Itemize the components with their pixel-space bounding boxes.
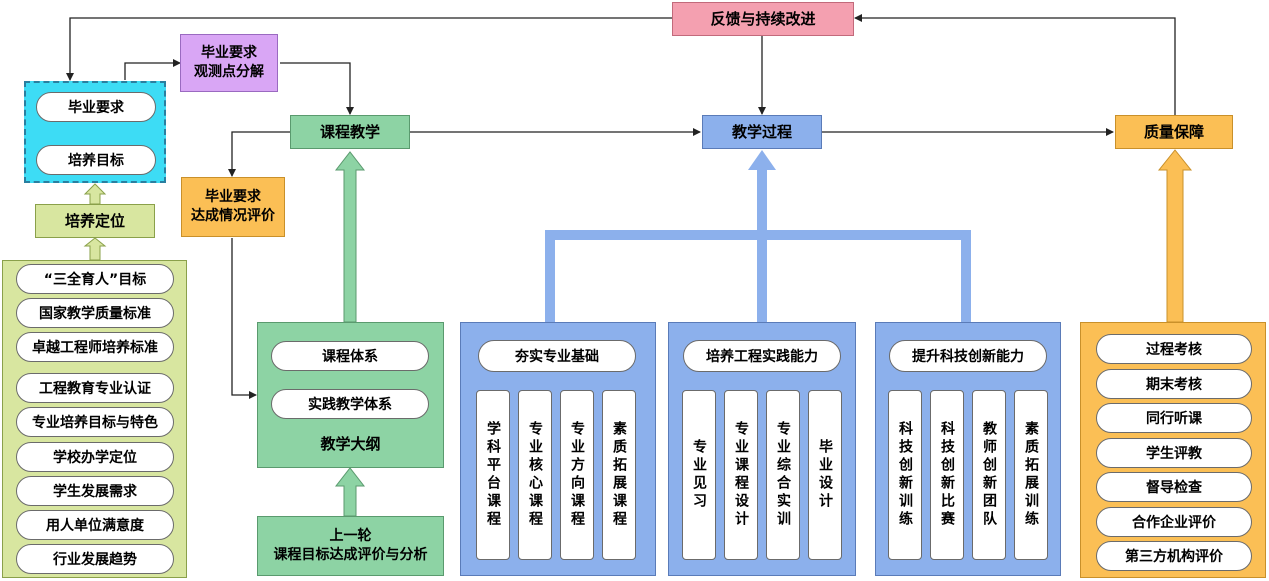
previous-round-box: 上一轮 课程目标达成评价与分析 <box>257 516 444 576</box>
group-foundation-title: 夯实专业基础 <box>478 340 636 372</box>
group-foundation-column: 专业核心课程 <box>518 390 552 560</box>
input-item: 国家教学质量标准 <box>16 298 174 328</box>
input-item: “三全育人”目标 <box>16 264 174 294</box>
practice-system-pill: 实践教学体系 <box>271 389 429 419</box>
big-arrow-items-to-quality <box>1157 149 1193 323</box>
quality-assurance-box: 质量保障 <box>1115 115 1233 149</box>
big-arrow-syllabus-to-course <box>334 151 366 323</box>
input-item: 工程教育专业认证 <box>16 373 174 403</box>
positioning-box: 培养定位 <box>35 204 155 238</box>
input-item: 用人单位满意度 <box>16 510 174 540</box>
feedback-box: 反馈与持续改进 <box>672 2 854 36</box>
group-foundation-column: 学科平台课程 <box>476 390 510 560</box>
blue-fork-to-process <box>545 150 971 322</box>
group-practice-column: 专业见习 <box>682 390 716 560</box>
input-item: 学校办学定位 <box>16 442 174 472</box>
quality-item: 学生评教 <box>1096 438 1252 468</box>
observation-line-1: 毕业要求 <box>201 45 257 62</box>
eval-line-2: 达成情况评价 <box>191 208 275 224</box>
input-item: 学生发展需求 <box>16 476 174 506</box>
previous-line-2: 课程目标达成评价与分析 <box>273 547 428 563</box>
lime-arrow-inputs-to-positioning <box>83 237 107 261</box>
arrow-feedback-to-grad-target <box>66 17 672 81</box>
quality-item: 督导检查 <box>1096 472 1252 502</box>
quality-item: 同行听课 <box>1096 403 1252 433</box>
course-system-pill: 课程体系 <box>271 341 429 371</box>
input-item: 专业培养目标与特色 <box>16 407 174 437</box>
input-item: 卓越工程师培养标准 <box>16 332 174 362</box>
teaching-process-box: 教学过程 <box>702 115 822 149</box>
eval-line-1: 毕业要求 <box>205 189 261 206</box>
group-foundation-column: 素质拓展课程 <box>602 390 636 560</box>
grad-requirement-pill: 毕业要求 <box>36 92 156 122</box>
syllabus-label: 教学大纲 <box>320 435 381 453</box>
group-practice-column: 毕业设计 <box>808 390 842 560</box>
input-item: 行业发展趋势 <box>16 544 174 574</box>
quality-item: 合作企业评价 <box>1096 507 1252 537</box>
arrow-quality-to-feedback <box>854 14 1176 115</box>
group-innovation-column: 科技创新训练 <box>888 390 922 560</box>
arrow-grad-to-observation <box>124 59 181 80</box>
group-innovation-column: 素质拓展训练 <box>1014 390 1048 560</box>
group-foundation-column: 专业方向课程 <box>560 390 594 560</box>
arrow-observation-to-course <box>280 62 354 115</box>
arrow-course-to-eval <box>228 131 290 177</box>
group-innovation-column: 科技创新比赛 <box>930 390 964 560</box>
observation-decomposition-box: 毕业要求 观测点分解 <box>180 34 278 92</box>
group-practice-column: 专业综合实训 <box>766 390 800 560</box>
group-practice-column: 专业课程设计 <box>724 390 758 560</box>
group-innovation-column: 教师创新团队 <box>972 390 1006 560</box>
training-target-pill: 培养目标 <box>36 145 156 175</box>
big-arrow-previous-to-syllabus <box>334 467 366 517</box>
group-innovation-title: 提升科技创新能力 <box>889 340 1047 372</box>
group-practice-title: 培养工程实践能力 <box>683 340 841 372</box>
observation-line-2: 观测点分解 <box>194 64 264 80</box>
course-teaching-box: 课程教学 <box>290 115 410 149</box>
quality-item: 过程考核 <box>1096 334 1252 364</box>
lime-arrow-positioning-to-target <box>83 183 107 205</box>
achievement-eval-box: 毕业要求 达成情况评价 <box>181 177 285 237</box>
quality-item: 期末考核 <box>1096 369 1252 399</box>
quality-item: 第三方机构评价 <box>1096 541 1252 571</box>
arrow-eval-to-syllabus <box>231 238 257 399</box>
previous-line-1: 上一轮 <box>329 528 372 545</box>
